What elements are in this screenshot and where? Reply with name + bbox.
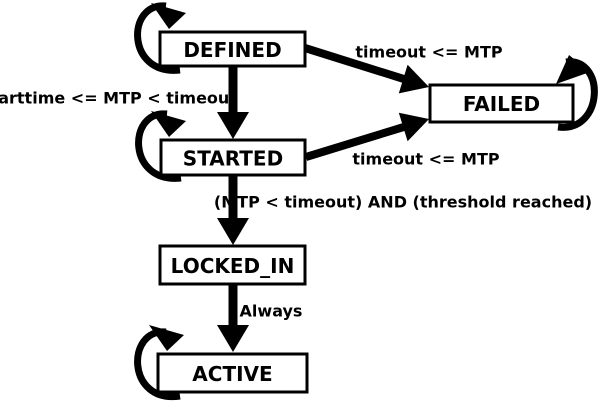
arrow-started-to-locked-in-arrowhead-icon	[217, 218, 249, 245]
state-label-defined: DEFINED	[183, 38, 281, 62]
state-box-failed	[428, 83, 575, 124]
state-box-started	[159, 138, 307, 177]
self-loop-defined	[134, 2, 186, 74]
self-loop-started	[135, 110, 186, 182]
state-box-locked-in	[158, 244, 307, 286]
arrow-locked-in-to-active	[217, 284, 249, 352]
arrow-defined-to-failed-arrowhead-icon	[398, 64, 429, 94]
self-loop-failed	[556, 55, 598, 131]
state-label-active: ACTIVE	[192, 362, 272, 386]
edge-label-defined-to-failed: timeout <= MTP	[355, 43, 502, 62]
arrow-defined-to-failed-shaft	[303, 44, 409, 84]
arrow-defined-to-started	[217, 66, 249, 139]
state-label-started: STARTED	[183, 147, 283, 171]
state-box-active	[156, 352, 309, 394]
self-loop-failed-arrowhead-icon	[556, 55, 590, 84]
arrow-started-to-locked-in	[217, 175, 249, 245]
self-loop-defined-arc	[134, 2, 181, 74]
arrow-started-to-failed-arrowhead-icon	[398, 112, 429, 142]
self-loop-started-arrowhead-icon	[151, 111, 186, 137]
arrow-started-to-failed-shaft	[304, 122, 409, 161]
arrow-started-to-failed	[304, 112, 429, 161]
state-label-locked-in: LOCKED_IN	[171, 254, 295, 278]
arrow-defined-to-failed	[303, 44, 429, 94]
self-loop-defined-arrowhead-icon	[151, 3, 186, 29]
self-loop-active-arrowhead-icon	[149, 325, 184, 351]
edge-label-locked-in-to-active: Always	[240, 302, 303, 321]
edge-label-started-to-locked-in: (MTP < timeout) AND (threshold reached)	[214, 193, 592, 212]
self-loop-active	[134, 325, 184, 400]
self-loop-active-arc	[134, 328, 181, 400]
arrow-locked-in-to-active-arrowhead-icon	[217, 325, 249, 352]
arrow-defined-to-started-arrowhead-icon	[217, 112, 249, 139]
state-label-failed: FAILED	[463, 92, 540, 116]
edge-label-started-to-failed: timeout <= MTP	[352, 150, 499, 169]
edge-label-defined-to-started: starttime <= MTP < timeout	[0, 89, 237, 108]
